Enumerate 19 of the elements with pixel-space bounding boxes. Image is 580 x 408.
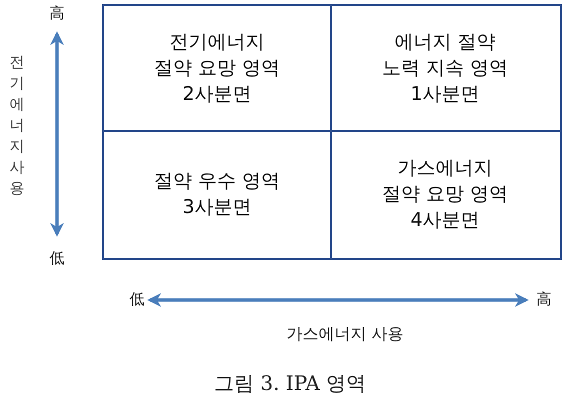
axis-end-label: 低 [130, 290, 144, 308]
quadrant-title: 에너지 절약 노력 지속 영역 [380, 30, 510, 81]
quadrant-title: 전기에너지 절약 요망 영역 [152, 30, 282, 81]
quadrant-cell [102, 130, 332, 260]
quadrant-cell [330, 130, 562, 260]
axis-end-label: 低 [50, 248, 64, 268]
axis-end-label: 高 [50, 4, 64, 22]
axis-title: 전기에너지사용 [9, 52, 25, 198]
quadrant-number: 2사분면 [181, 82, 253, 107]
axis-title: 가스에너지 사용 [286, 324, 404, 344]
quadrant-cell [102, 4, 332, 132]
figure-caption: 그림 3. IPA 영역 [214, 370, 366, 396]
quadrant-cell [330, 4, 562, 132]
quadrant-number: 1사분면 [409, 82, 481, 107]
quadrant-title: 절약 우수 영역 [152, 169, 282, 194]
axis-end-label: 高 [536, 290, 552, 308]
quadrant-number: 4사분면 [409, 208, 481, 233]
quadrant-title: 가스에너지 절약 요망 영역 [380, 156, 510, 207]
quadrant-number: 3사분면 [181, 195, 253, 220]
